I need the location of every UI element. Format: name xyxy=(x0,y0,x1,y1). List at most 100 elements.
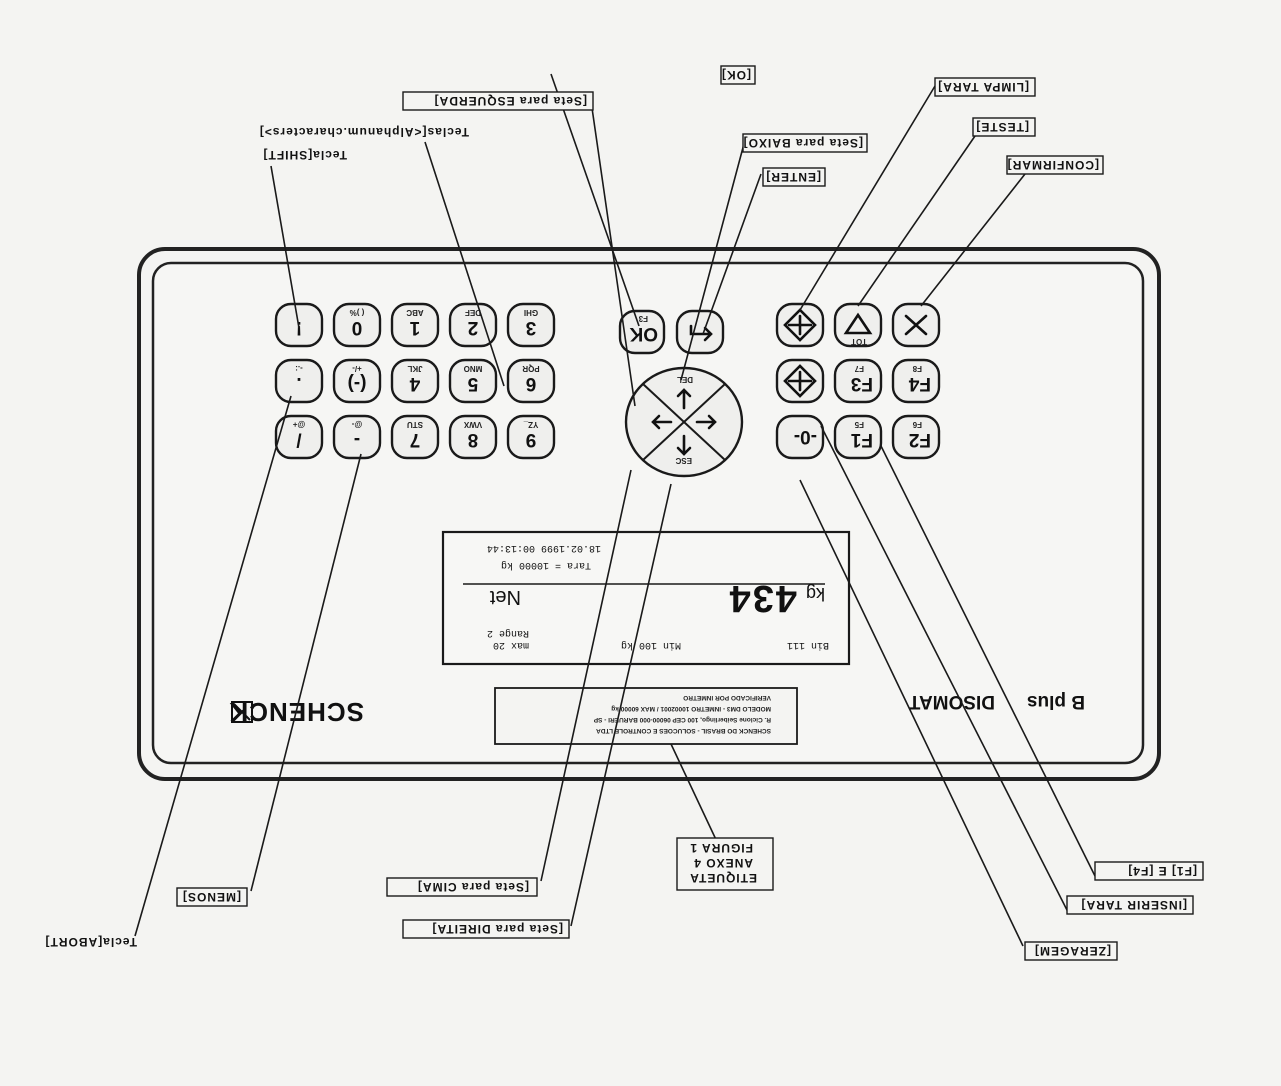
f3-key[interactable]: F3 F7 xyxy=(833,358,883,404)
callout-ok: [OK] xyxy=(720,65,756,85)
keypad-key-body xyxy=(274,414,324,460)
ok-key-body xyxy=(618,309,666,355)
callout-baixo-text: [Seta para BAIXO] xyxy=(743,136,863,150)
f1-key[interactable]: F1 F5 xyxy=(833,414,883,460)
keypad-key-body xyxy=(506,358,556,404)
callout-zeragem: [ZERAGEM] xyxy=(1024,941,1118,961)
callout-alphanum: Teclas[<Alphanum.characters>] xyxy=(259,125,469,139)
callout-esquerda: [Seta para ESQUERDA] xyxy=(402,91,594,111)
keypad-key-label: 4 xyxy=(409,373,420,394)
callout-inserir-tara-text: [INSERIR TARA] xyxy=(1081,898,1187,912)
callout-baixo: [Seta para BAIXO] xyxy=(742,133,868,153)
keypad-key-sub: GHI xyxy=(524,308,538,317)
arrow-right-key[interactable] xyxy=(651,414,673,430)
leader-baixo xyxy=(680,139,746,381)
leader-ok xyxy=(550,73,640,327)
arrow-down-key[interactable]: DEL xyxy=(676,375,693,410)
callout-etiqueta: ETIQUETA ANEXO 4 FIGURA 1 xyxy=(676,837,774,891)
leader-confirmar xyxy=(920,173,1026,307)
arrow-right-icon xyxy=(651,414,673,430)
callout-confirmar: [CONFIRMAR] xyxy=(1006,155,1104,175)
callout-enter-box xyxy=(762,167,826,187)
lcd-footer-right: Bin 111 xyxy=(787,639,829,651)
callout-baixo-box xyxy=(742,133,868,153)
keypad-key-1-2[interactable]: 0( )% xyxy=(332,302,382,348)
keypad-key-sub: DEF xyxy=(465,308,481,317)
keypad-key-sub: YZ_ xyxy=(523,420,538,429)
zero-key-body xyxy=(775,414,825,460)
confirm-key[interactable] xyxy=(891,302,941,348)
keypad-key-sub: +/- xyxy=(352,364,362,373)
f1-key-label: F1 xyxy=(850,429,873,450)
plate-line-4: VERIFICADO POR INMETRO xyxy=(683,694,771,701)
callout-enter-text: [ENTER] xyxy=(765,170,821,184)
callout-zeragem-box xyxy=(1024,941,1118,961)
zero-key[interactable]: -0- xyxy=(775,414,825,460)
keypad-key-body xyxy=(332,414,382,460)
enter-key[interactable] xyxy=(675,309,725,355)
callout-alphanum-text: Teclas[<Alphanum.characters>] xyxy=(259,125,469,139)
keypad-key-body xyxy=(390,302,440,348)
clear-tare-key[interactable] xyxy=(775,302,825,348)
ok-key[interactable]: OK F3 xyxy=(618,309,666,355)
keypad-key-2-1[interactable]: .-.: xyxy=(274,358,324,404)
callout-direita-box xyxy=(402,919,570,939)
arrow-down-icon xyxy=(676,388,692,410)
lcd-footer-mid: Min 100 kg xyxy=(621,639,681,651)
lcd-mode: Net xyxy=(489,586,521,608)
keypad-key-body xyxy=(332,358,382,404)
keypad-key-label: 9 xyxy=(526,429,537,450)
enter-icon xyxy=(689,324,713,342)
arrow-up-key[interactable]: ESC xyxy=(675,434,692,465)
confirm-x-icon xyxy=(904,314,928,336)
callout-etiqueta-line3: FIGURA 1 xyxy=(689,841,753,855)
callout-inserir-tara: [INSERIR TARA] xyxy=(1066,895,1194,915)
plate-line-2: R. Ciclone Seiberlingo, 100 CEP 06000-00… xyxy=(593,716,771,723)
callout-confirmar-box xyxy=(1006,155,1104,175)
keypad-key-label: 6 xyxy=(526,373,537,394)
keypad-key-label: 1 xyxy=(409,317,420,338)
callout-teste-text: [TESTE] xyxy=(975,120,1029,134)
keypad-key-3-5[interactable]: 9YZ_ xyxy=(506,414,556,460)
model-prefix: DISOMAT xyxy=(908,691,995,712)
identification-plate: SCHENCK DO BRASIL - SOLUCOES E CONTROLE … xyxy=(494,687,798,745)
model-label: B plus DISOMAT xyxy=(908,691,1085,712)
f3-key-label: F3 xyxy=(851,373,873,394)
callout-shift: Tecla[SHIFT] xyxy=(263,148,347,162)
insert-tare-key[interactable] xyxy=(775,358,825,404)
keypad-key-2-2[interactable]: (-)+/- xyxy=(332,358,382,404)
keypad-key-sub: @- xyxy=(351,420,362,429)
keypad-key-sub: STU xyxy=(407,420,423,429)
f2-key-body xyxy=(891,414,941,460)
lcd-footer-left-2: max 20 xyxy=(493,639,529,650)
test-key[interactable]: TOT xyxy=(833,302,883,348)
leader-limpa-tara xyxy=(799,85,936,311)
ok-key-sub: F3 xyxy=(638,314,648,323)
f2-key[interactable]: F2 F6 xyxy=(891,414,941,460)
arrow-up-icon xyxy=(676,434,692,456)
callout-limpa-tara: [LIMPA TARA] xyxy=(934,77,1036,97)
callout-ok-text: [OK] xyxy=(721,68,751,82)
device-outer-frame xyxy=(137,247,1161,781)
keypad-key-3-2[interactable]: -@- xyxy=(332,414,382,460)
leader-direita xyxy=(570,483,672,927)
keypad-key-3-1[interactable]: /@+ xyxy=(274,414,324,460)
arrow-up-sub: ESC xyxy=(675,456,692,465)
arrow-left-key[interactable] xyxy=(695,414,717,430)
f4-key[interactable]: F4 F8 xyxy=(891,358,941,404)
f4-key-label: F4 xyxy=(908,373,931,394)
arrow-left-icon xyxy=(695,414,717,430)
plate-line-3: MODELO DM3 - INMETRO 10002001 / MAX 6000… xyxy=(611,705,771,712)
keypad-key-label: 0 xyxy=(352,317,363,338)
callout-teste-box xyxy=(972,117,1036,137)
